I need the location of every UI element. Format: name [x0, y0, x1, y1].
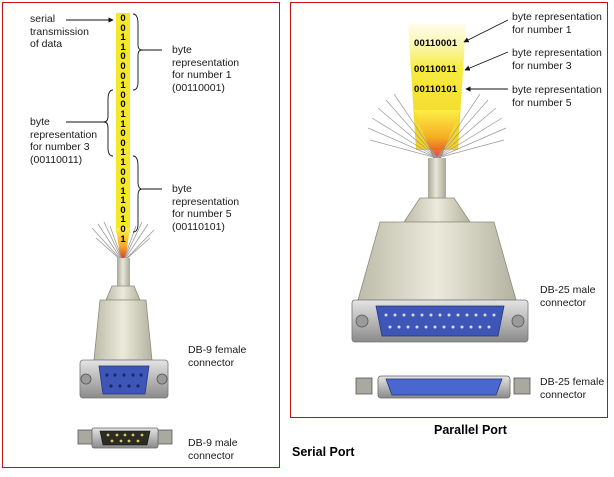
serial-bit: 0	[120, 224, 126, 236]
db9-female-label: DB-9 female connector	[188, 344, 247, 369]
serial-transmission-label: serial transmission of data	[30, 13, 89, 50]
serial-bit: 1	[120, 118, 126, 130]
serial-bit: 1	[120, 80, 126, 92]
db25-female-connector	[355, 375, 531, 399]
serial-bit: 0	[120, 60, 126, 72]
db9-male-label: DB-9 male connector	[188, 437, 238, 462]
serial-bit: 0	[120, 176, 126, 188]
parallel-cable	[428, 158, 446, 200]
serial-bit: 1	[120, 147, 126, 159]
db25-male-label: DB-25 male connector	[540, 284, 596, 309]
serial-bit: 0	[120, 51, 126, 63]
serial-wire-flare	[91, 221, 155, 263]
serial-byte1-label: byte representation for number 1 (001100…	[172, 44, 240, 94]
serial-annotation-lines	[66, 13, 162, 233]
serial-cable	[117, 258, 130, 288]
serial-bit: 1	[120, 108, 126, 120]
parallel-byte-1: 00110001	[414, 38, 458, 49]
db25-female-label: DB-25 female connector	[540, 376, 605, 401]
parallel-byte1-label: byte representation for number 1	[512, 11, 602, 36]
serial-bit: 0	[120, 13, 126, 24]
serial-bit: 1	[120, 233, 126, 245]
serial-bit: 0	[120, 137, 126, 149]
serial-bit: 0	[120, 204, 126, 216]
parallel-byte-5: 00110101	[414, 84, 458, 95]
parallel-port-title: Parallel Port	[434, 423, 507, 437]
parallel-beam	[408, 24, 466, 160]
parallel-byte3-label: byte representation for number 3	[512, 47, 602, 72]
serial-bit: 0	[120, 70, 126, 82]
db25-male-connector	[351, 197, 529, 343]
serial-bit-beam	[116, 13, 130, 233]
serial-port-title: Serial Port	[292, 445, 355, 459]
serial-byte5-label: byte representation for number 5 (001101…	[172, 183, 240, 233]
parallel-byte-3: 00110011	[414, 64, 457, 75]
serial-bit: 1	[120, 185, 126, 197]
serial-bit: 0	[120, 89, 126, 101]
serial-byte3-label: byte representation for number 3 (001100…	[30, 116, 98, 166]
serial-bit: 1	[120, 32, 126, 44]
parallel-annotation-lines	[463, 19, 509, 92]
parallel-wire-flare	[367, 93, 507, 159]
serial-bit: 1	[120, 195, 126, 207]
db9-male-connector	[77, 427, 173, 449]
serial-bit: 0	[120, 99, 126, 111]
parallel-byte5-label: byte representation for number 5	[512, 84, 602, 109]
serial-bit: 0	[120, 22, 126, 34]
db9-female-connector	[79, 285, 169, 399]
serial-bit: 0	[120, 128, 126, 140]
serial-bit: 1	[120, 214, 126, 226]
serial-bit: 1	[120, 156, 126, 168]
serial-bit: 1	[120, 41, 126, 53]
serial-bit: 0	[120, 166, 126, 178]
